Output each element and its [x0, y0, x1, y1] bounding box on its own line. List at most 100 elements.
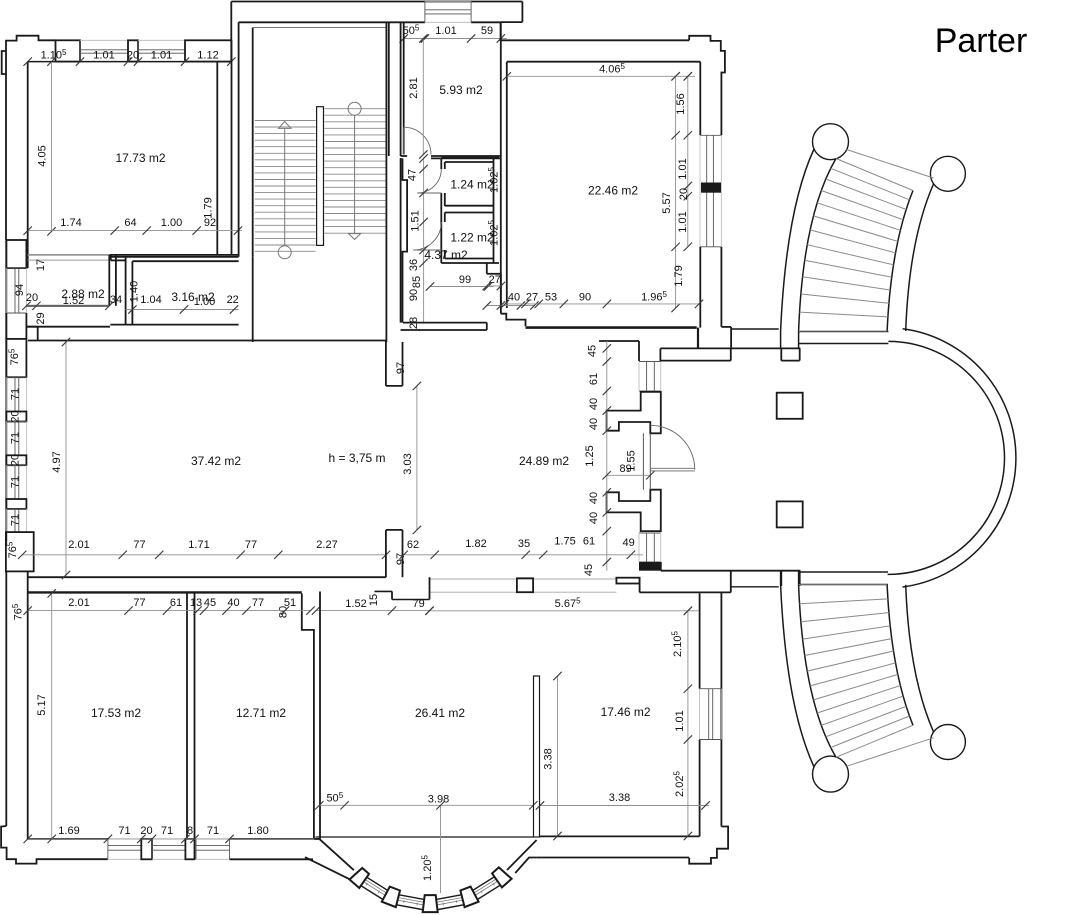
svg-text:12.71 m2: 12.71 m2	[236, 706, 286, 720]
svg-text:1.71: 1.71	[188, 539, 209, 551]
svg-text:1.80: 1.80	[247, 825, 268, 837]
svg-text:71: 71	[10, 388, 22, 400]
svg-text:1.01: 1.01	[677, 211, 689, 232]
svg-text:77: 77	[245, 539, 257, 551]
svg-text:61: 61	[583, 536, 595, 548]
svg-text:45: 45	[583, 564, 595, 576]
svg-text:4.05: 4.05	[37, 145, 49, 166]
svg-text:71: 71	[207, 825, 219, 837]
svg-text:89: 89	[619, 463, 631, 475]
svg-text:40: 40	[508, 292, 520, 304]
svg-text:40: 40	[588, 418, 600, 430]
svg-text:1.01: 1.01	[435, 25, 456, 37]
svg-text:4.37 m2: 4.37 m2	[424, 248, 468, 262]
svg-text:1.01: 1.01	[151, 50, 172, 62]
svg-text:1.01: 1.01	[93, 50, 114, 62]
svg-text:4.97: 4.97	[51, 451, 63, 472]
svg-text:59: 59	[481, 25, 493, 37]
svg-text:79: 79	[412, 598, 424, 610]
svg-text:1.12: 1.12	[197, 50, 218, 62]
svg-text:77: 77	[252, 597, 264, 609]
svg-text:2.01: 2.01	[68, 539, 89, 551]
svg-text:1.22 m2: 1.22 m2	[450, 231, 494, 245]
svg-text:62: 62	[407, 539, 419, 551]
svg-text:1.00: 1.00	[194, 296, 215, 308]
svg-text:1.40: 1.40	[129, 281, 141, 302]
svg-text:15: 15	[368, 594, 380, 606]
svg-text:17.53 m2: 17.53 m2	[91, 706, 141, 720]
svg-text:90: 90	[579, 292, 591, 304]
svg-text:47: 47	[407, 169, 419, 181]
svg-text:5.17: 5.17	[36, 694, 48, 715]
svg-text:94: 94	[14, 284, 26, 296]
svg-text:3.38: 3.38	[609, 792, 630, 804]
svg-text:13: 13	[190, 597, 202, 609]
svg-text:90: 90	[408, 289, 420, 301]
svg-text:1.025: 1.025	[487, 220, 501, 246]
svg-text:51: 51	[284, 597, 296, 609]
svg-text:3.16 m2: 3.16 m2	[171, 290, 215, 304]
svg-text:2.01: 2.01	[68, 597, 89, 609]
svg-text:71: 71	[118, 825, 130, 837]
svg-text:3.03: 3.03	[402, 453, 414, 474]
svg-text:20: 20	[127, 50, 139, 62]
svg-text:92: 92	[204, 217, 216, 229]
svg-text:1.55: 1.55	[626, 450, 638, 471]
svg-text:35: 35	[518, 538, 530, 550]
svg-text:2.025: 2.025	[673, 771, 687, 797]
svg-text:1.105: 1.105	[41, 48, 67, 62]
svg-text:1.51: 1.51	[410, 210, 422, 231]
svg-text:71: 71	[10, 476, 22, 488]
svg-text:5.93 m2: 5.93 m2	[439, 83, 483, 97]
svg-text:20: 20	[10, 410, 22, 422]
svg-text:61: 61	[170, 597, 182, 609]
svg-text:5.675: 5.675	[555, 597, 581, 611]
svg-text:1.965: 1.965	[641, 290, 667, 304]
svg-text:40: 40	[588, 398, 600, 410]
svg-text:1.24 m2: 1.24 m2	[450, 178, 494, 192]
svg-text:34: 34	[110, 294, 122, 306]
svg-text:37.42 m2: 37.42 m2	[191, 454, 241, 468]
svg-text:77: 77	[133, 539, 145, 551]
svg-text:97: 97	[395, 553, 407, 565]
svg-text:71: 71	[10, 432, 22, 444]
svg-text:3.98: 3.98	[428, 793, 449, 805]
svg-text:4.065: 4.065	[599, 62, 625, 76]
svg-text:1.74: 1.74	[60, 217, 81, 229]
svg-text:40: 40	[227, 597, 239, 609]
svg-text:27: 27	[526, 292, 538, 304]
svg-text:53: 53	[545, 292, 557, 304]
svg-text:64: 64	[124, 217, 136, 229]
svg-text:2.88 m2: 2.88 m2	[61, 287, 105, 301]
svg-text:1.52: 1.52	[345, 598, 366, 610]
svg-text:99: 99	[459, 274, 471, 286]
svg-text:1.69: 1.69	[58, 825, 79, 837]
svg-text:17: 17	[35, 259, 47, 271]
svg-text:49: 49	[622, 537, 634, 549]
svg-text:1.205: 1.205	[421, 855, 435, 881]
svg-text:1.52: 1.52	[63, 295, 84, 307]
svg-text:1.01: 1.01	[677, 158, 689, 179]
svg-text:29: 29	[35, 312, 47, 324]
svg-text:97: 97	[395, 362, 407, 374]
svg-text:45: 45	[587, 345, 599, 357]
svg-text:36: 36	[408, 259, 420, 271]
svg-text:8: 8	[187, 825, 193, 837]
svg-text:1.25: 1.25	[584, 445, 596, 466]
svg-text:2.27: 2.27	[316, 539, 337, 551]
svg-text:3.38: 3.38	[543, 748, 555, 769]
svg-text:71: 71	[161, 825, 173, 837]
svg-text:17.46 m2: 17.46 m2	[601, 705, 651, 719]
svg-text:26.41 m2: 26.41 m2	[415, 706, 465, 720]
svg-text:20: 20	[10, 454, 22, 466]
svg-text:1.00: 1.00	[161, 217, 182, 229]
svg-text:5.57: 5.57	[661, 192, 673, 213]
svg-text:1.75: 1.75	[554, 536, 575, 548]
svg-text:40: 40	[588, 492, 600, 504]
svg-text:61: 61	[588, 373, 600, 385]
svg-text:71: 71	[10, 514, 22, 526]
svg-text:2.81: 2.81	[408, 77, 420, 98]
svg-text:17.73 m2: 17.73 m2	[115, 151, 165, 165]
svg-text:h = 3,75 m: h = 3,75 m	[328, 451, 385, 465]
svg-text:85: 85	[411, 276, 423, 288]
